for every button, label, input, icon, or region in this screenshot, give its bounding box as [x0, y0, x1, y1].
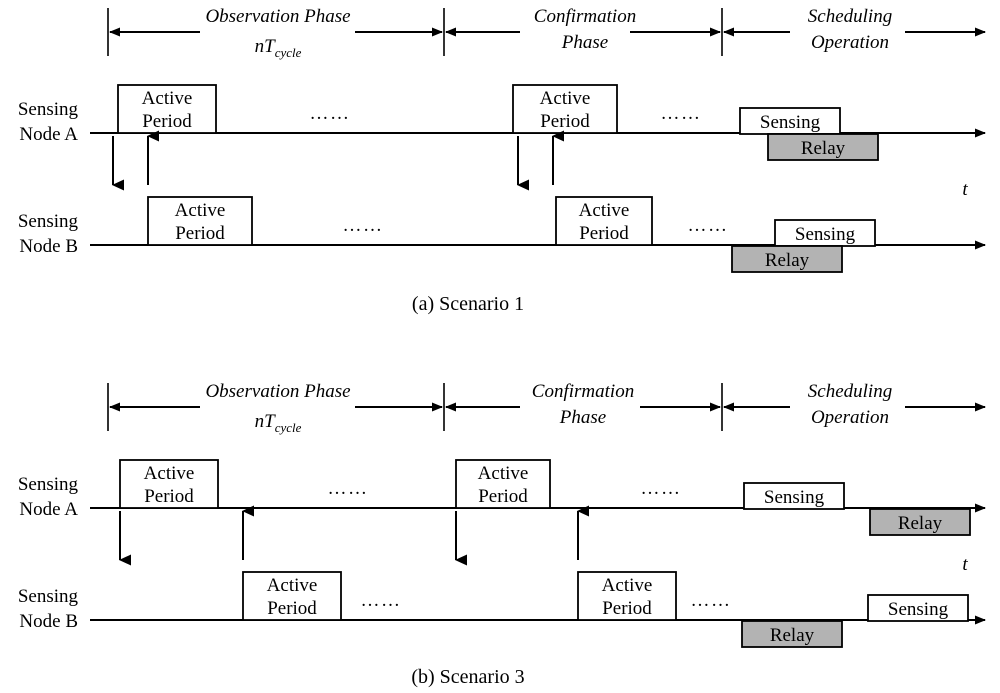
sync-arrows-group	[119, 505, 589, 566]
active-period-label-line1: Active	[478, 463, 529, 484]
active-period-label-line2: Period	[142, 111, 192, 132]
node-a-label-line2: Node A	[19, 499, 78, 520]
node-b-timeline: Sensing Node B Active Period …… Active P…	[18, 571, 986, 648]
node-a-dots-2: ……	[641, 478, 682, 499]
scheduling-operation-label-line2: Operation	[811, 32, 889, 53]
node-b-relay-box: Relay	[731, 245, 843, 273]
observation-phase-cycles: nTcycle	[255, 411, 302, 435]
node-a-sensing-box: Sensing	[743, 482, 845, 510]
node-a-dots-1: ……	[328, 478, 369, 499]
observation-phase-label: Observation Phase	[205, 6, 350, 27]
phase-header-row: Observation Phase nTcycle Confirmation P…	[107, 6, 986, 60]
node-b-label-line2: Node B	[19, 236, 78, 257]
node-b-active-period-1: Active Period	[242, 571, 342, 621]
node-a-dots-2: ……	[661, 103, 702, 124]
sensing-label: Sensing	[760, 112, 821, 133]
observation-phase-label: Observation Phase	[205, 381, 350, 402]
node-b-timeline: Sensing Node B Active Period …… Active P…	[18, 196, 986, 273]
node-a-active-period-2: Active Period	[455, 459, 551, 509]
sensing-label: Sensing	[764, 487, 825, 508]
node-a-active-period-1: Active Period	[117, 84, 217, 134]
relay-label: Relay	[898, 513, 943, 534]
relay-label: Relay	[770, 625, 815, 646]
active-period-label-line2: Period	[175, 223, 225, 244]
node-b-sensing-box: Sensing	[774, 219, 876, 247]
node-b-dots-1: ……	[361, 590, 402, 611]
node-b-label-line1: Sensing	[18, 586, 79, 607]
node-b-dots-2: ……	[688, 215, 729, 236]
active-period-label-line2: Period	[540, 111, 590, 132]
active-period-label-line1: Active	[602, 575, 653, 596]
sensing-label: Sensing	[795, 224, 856, 245]
active-period-label-line1: Active	[540, 88, 591, 109]
active-period-label-line1: Active	[267, 575, 318, 596]
active-period-label-line2: Period	[144, 486, 194, 507]
relay-label: Relay	[765, 250, 810, 271]
relay-label: Relay	[801, 138, 846, 159]
node-b-active-period-1: Active Period	[147, 196, 253, 246]
node-a-relay-box: Relay	[767, 133, 879, 161]
active-period-label-line1: Active	[144, 463, 195, 484]
scheduling-operation-label-line1: Scheduling	[808, 381, 892, 402]
node-a-label-line1: Sensing	[18, 474, 79, 495]
node-b-dots-2: ……	[691, 590, 732, 611]
node-a-relay-box: Relay	[869, 508, 971, 536]
node-a-timeline: Sensing Node A Active Period …… Active P…	[18, 459, 986, 536]
diagram-scenario-1: Observation Phase nTcycle Confirmation P…	[18, 6, 986, 315]
scheduling-operation-label-line2: Operation	[811, 407, 889, 428]
node-a-active-period-2: Active Period	[512, 84, 618, 134]
time-axis-label: t	[962, 554, 968, 575]
active-period-label-line1: Active	[579, 200, 630, 221]
diagram-scenario-3: Observation Phase nTcycle Confirmation P…	[18, 381, 986, 688]
node-a-timeline: Sensing Node A Active Period …… Active P…	[18, 84, 986, 161]
confirmation-phase-label-line2: Phase	[559, 407, 606, 428]
active-period-label-line2: Period	[478, 486, 528, 507]
node-a-active-period-1: Active Period	[119, 459, 219, 509]
node-a-label-line1: Sensing	[18, 99, 79, 120]
caption-scenario-3: (b) Scenario 3	[411, 666, 524, 688]
phase-header-row: Observation Phase nTcycle Confirmation P…	[107, 381, 986, 435]
active-period-label-line1: Active	[175, 200, 226, 221]
node-b-sensing-box: Sensing	[867, 594, 969, 622]
time-axis-label: t	[962, 179, 968, 200]
sync-arrows-group	[112, 130, 564, 191]
node-a-label-line2: Node A	[19, 124, 78, 145]
node-b-relay-box: Relay	[741, 620, 843, 648]
active-period-label-line2: Period	[267, 598, 317, 619]
node-b-active-period-2: Active Period	[555, 196, 653, 246]
caption-scenario-1: (a) Scenario 1	[412, 293, 524, 315]
node-b-label-line2: Node B	[19, 611, 78, 632]
node-b-dots-1: ……	[343, 215, 384, 236]
active-period-label-line2: Period	[579, 223, 629, 244]
confirmation-phase-label-line2: Phase	[561, 32, 608, 53]
figure-scenario-1: Observation Phase nTcycle Confirmation P…	[0, 0, 1000, 330]
observation-phase-cycles: nTcycle	[255, 36, 302, 60]
confirmation-phase-label-line1: Confirmation	[532, 381, 634, 402]
node-a-dots-1: ……	[310, 103, 351, 124]
scheduling-operation-label-line1: Scheduling	[808, 6, 892, 27]
active-period-label-line1: Active	[142, 88, 193, 109]
node-b-label-line1: Sensing	[18, 211, 79, 232]
node-b-active-period-2: Active Period	[577, 571, 677, 621]
confirmation-phase-label-line1: Confirmation	[534, 6, 636, 27]
active-period-label-line2: Period	[602, 598, 652, 619]
figure-scenario-3: Observation Phase nTcycle Confirmation P…	[0, 355, 1000, 693]
node-a-sensing-box: Sensing	[739, 107, 841, 135]
sensing-label: Sensing	[888, 599, 949, 620]
